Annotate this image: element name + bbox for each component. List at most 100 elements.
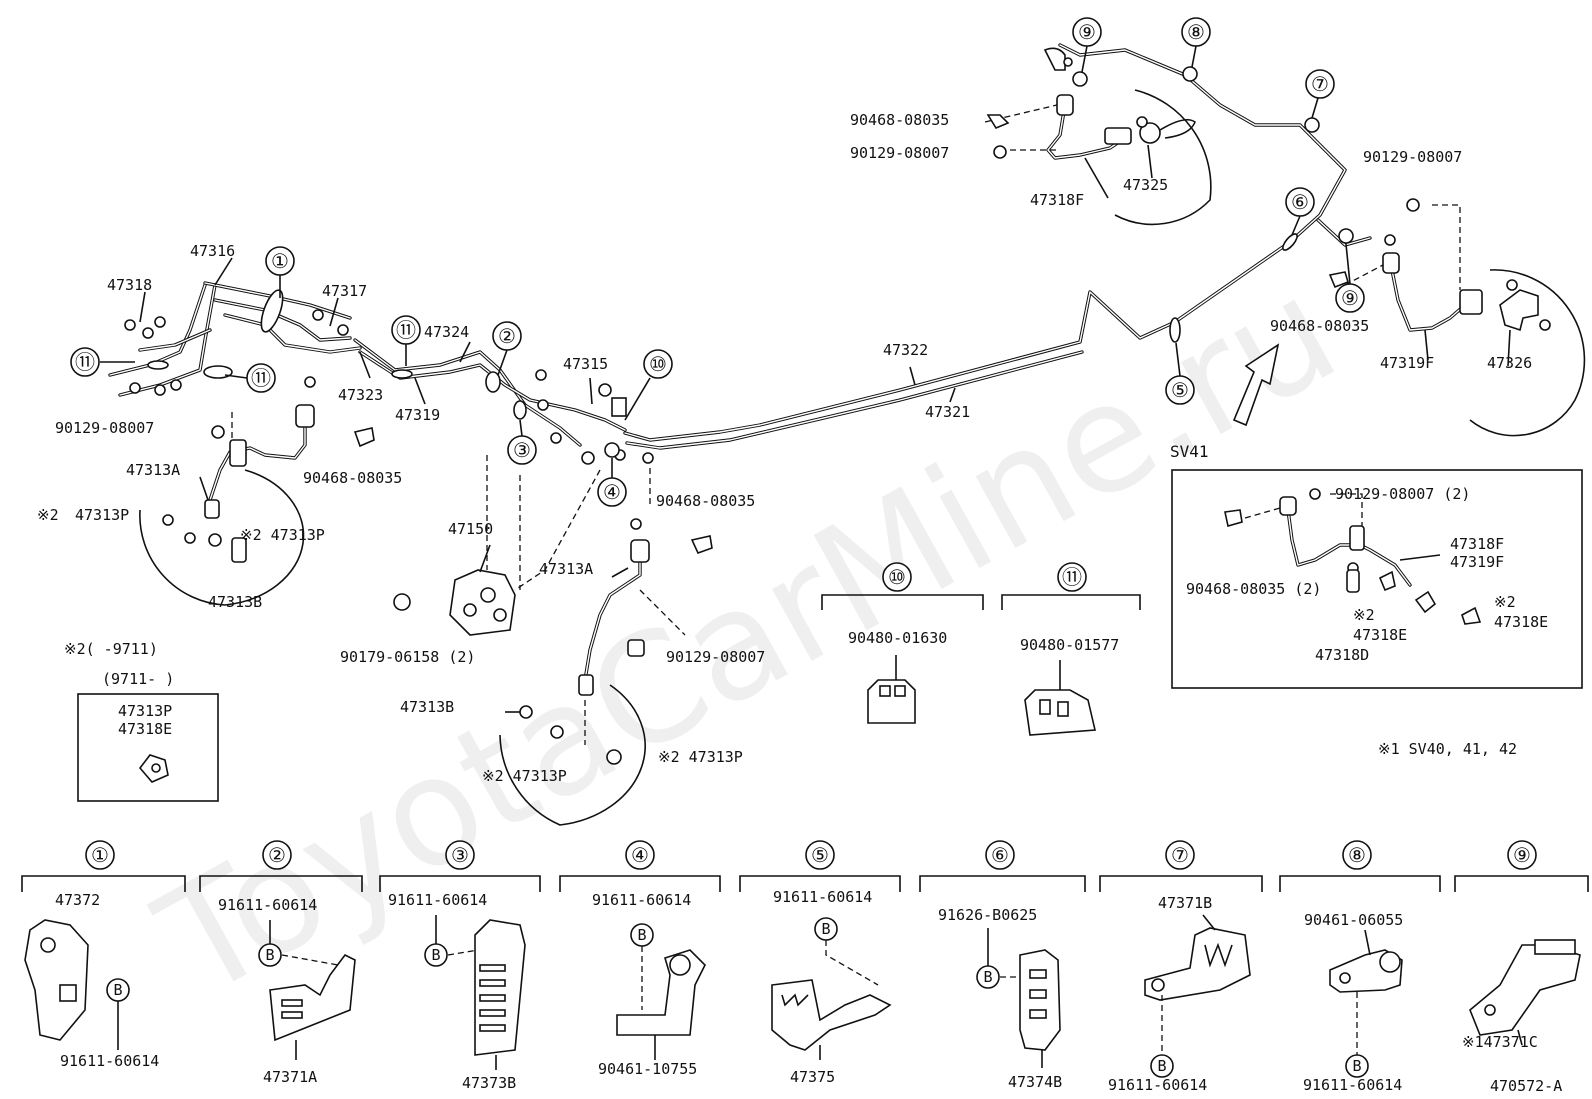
legend-part-a: 47313P [118, 702, 172, 720]
label-47318F: 47318F [1030, 191, 1084, 209]
label-90129-top: 90129-08007 [850, 144, 949, 162]
clamp-panel-7: ⑦ 47371B B 91611-60614 [1099, 840, 1263, 1094]
clamp-1-top: 47372 [55, 891, 100, 909]
callout-11b: ⑪ [251, 366, 271, 390]
label-47316: 47316 [190, 242, 235, 260]
label-47313P-mid: ※2 47313P [240, 526, 325, 544]
main-brake-pipes [604, 43, 1372, 458]
clamp-3-bottom: 47373B [462, 1074, 516, 1092]
clamp-4-top: 91611-60614 [592, 891, 691, 909]
callout-11c: ⑪ [396, 318, 416, 342]
clamp-9-bottom: ※147371C [1462, 1033, 1538, 1051]
legend-part-b: 47318E [118, 720, 172, 738]
callout-11a: ⑪ [75, 350, 95, 374]
sv41-label-47319F: 47319F [1450, 553, 1504, 571]
clamp-panel-6: ⑥ 91626-B0625 B 47374B [919, 840, 1086, 1091]
rear-right-hose-47319F [1328, 198, 1586, 437]
label-47324: 47324 [424, 323, 469, 341]
clamp-panel-4: ④ 91611-60614 B 90461-10755 [559, 840, 721, 1078]
sv41-label-47318F: 47318F [1450, 535, 1504, 553]
callout-9a: ⑨ [1078, 20, 1096, 44]
legend-note1: ※1 SV40, 41, 42 [1378, 740, 1517, 758]
clamp-1-number: ① [91, 843, 109, 867]
sv41-ref-a: ※2 [1353, 606, 1375, 624]
clamp-4-bottom: 90461-10755 [598, 1060, 697, 1078]
leader-lines [100, 45, 1511, 713]
label-47315: 47315 [563, 355, 608, 373]
label-90468-left: 90468-08035 [303, 469, 402, 487]
clamp-8-top: 90461-06055 [1304, 911, 1403, 929]
clamp-6-number: ⑥ [991, 843, 1009, 867]
part-labels: 47316 47318 47317 47324 47323 47319 4731… [37, 111, 1532, 785]
legend-ref2: (9711- ) [102, 670, 174, 688]
clamp-panel-8: ⑧ 90461-06055 B 91611-60614 [1279, 840, 1441, 1094]
rear-right-hose-group [984, 47, 1212, 226]
clamp-6-b: B [983, 968, 992, 986]
label-90179: 90179-06158 (2) [340, 648, 475, 666]
clamp-6-bottom: 47374B [1008, 1073, 1062, 1091]
sv41-label-47318E-b: 47318E [1494, 613, 1548, 631]
label-47313P-center-a: ※2 47313P [482, 767, 567, 785]
clamp-panel-3: ③ 91611-60614 B 47373B [379, 840, 541, 1092]
clamp-4-number: ④ [631, 843, 649, 867]
label-90129-center: 90129-08007 [666, 648, 765, 666]
clamp-7-number: ⑦ [1171, 843, 1189, 867]
label-90468-top: 90468-08035 [850, 111, 949, 129]
label-47313B-center: 47313B [400, 698, 454, 716]
label-47319F: 47319F [1380, 354, 1434, 372]
left-hose-47313A [139, 404, 375, 606]
label-47326: 47326 [1487, 354, 1532, 372]
sv41-label-90468: 90468-08035 (2) [1186, 580, 1321, 598]
clamp-5-bottom: 47375 [790, 1068, 835, 1086]
clamp-5-number: ⑤ [811, 843, 829, 867]
callout-3: ③ [513, 438, 531, 462]
clamp-2-top: 91611-60614 [218, 896, 317, 914]
clamp-panel-2: ② 91611-60614 B 47371A [199, 840, 363, 1086]
callout-8: ⑧ [1187, 20, 1205, 44]
callout-7: ⑦ [1311, 72, 1329, 96]
legend: ※2( -9711) (9711- ) 47313P 47318E ※1 SV4… [64, 640, 1517, 802]
label-47325: 47325 [1123, 176, 1168, 194]
clamp-8-bottom: 91611-60614 [1303, 1076, 1402, 1094]
front-pipe-bundle [108, 281, 654, 465]
label-90468-right: 90468-08035 [1270, 317, 1369, 335]
clamp-2-b: B [265, 946, 274, 964]
label-90129-left: 90129-08007 [55, 419, 154, 437]
label-47319: 47319 [395, 406, 440, 424]
clip-10-part: 90480-01630 [848, 629, 947, 647]
clamp-7-b: B [1157, 1057, 1166, 1075]
sv41-title: SV41 [1170, 442, 1209, 461]
label-47313P-center-b: ※2 47313P [658, 748, 743, 766]
clamp-9-number: ⑨ [1513, 843, 1531, 867]
label-47313B-left: 47313B [208, 593, 262, 611]
clip-11-number: ⑪ [1062, 565, 1082, 589]
clip-detail-10-11: ⑩ 90480-01630 ⑪ 90480-01577 [821, 562, 1141, 736]
callout-6: ⑥ [1291, 190, 1309, 214]
callout-5: ⑤ [1171, 378, 1189, 402]
label-47321: 47321 [925, 403, 970, 421]
label-47318: 47318 [107, 276, 152, 294]
clip-11-part: 90480-01577 [1020, 636, 1119, 654]
clamp-3-top: 91611-60614 [388, 891, 487, 909]
clamp-1-b: B [113, 981, 122, 999]
label-47313P-left-ref: ※2 [37, 506, 59, 524]
clamp-2-bottom: 47371A [263, 1068, 317, 1086]
legend-ref: ※2( -9711) [64, 640, 158, 658]
clamp-6-top: 91626-B0625 [938, 906, 1037, 924]
clamp-4-b: B [637, 926, 646, 944]
callout-1: ① [271, 249, 289, 273]
label-90129-right: 90129-08007 [1363, 148, 1462, 166]
clamp-panel-5: ⑤ 91611-60614 B 47375 [739, 840, 901, 1086]
clamp-panel-1: ① 47372 B 91611-60614 [21, 840, 186, 1070]
callout-10: ⑩ [649, 352, 667, 376]
diagram-code: 470572-A [1490, 1077, 1562, 1095]
clamp-8-number: ⑧ [1348, 843, 1366, 867]
label-47313A-center: 47313A [539, 560, 593, 578]
sv41-ref-b: ※2 [1494, 593, 1516, 611]
label-47313A-left: 47313A [126, 461, 180, 479]
clamp-5-top: 91611-60614 [773, 888, 872, 906]
label-47150: 47150 [448, 520, 493, 538]
clamp-panel-9: ⑨ ※147371C 470572-A [1454, 840, 1589, 1095]
clamp-1-bolt: 91611-60614 [60, 1052, 159, 1070]
label-90468-center: 90468-08035 [656, 492, 755, 510]
